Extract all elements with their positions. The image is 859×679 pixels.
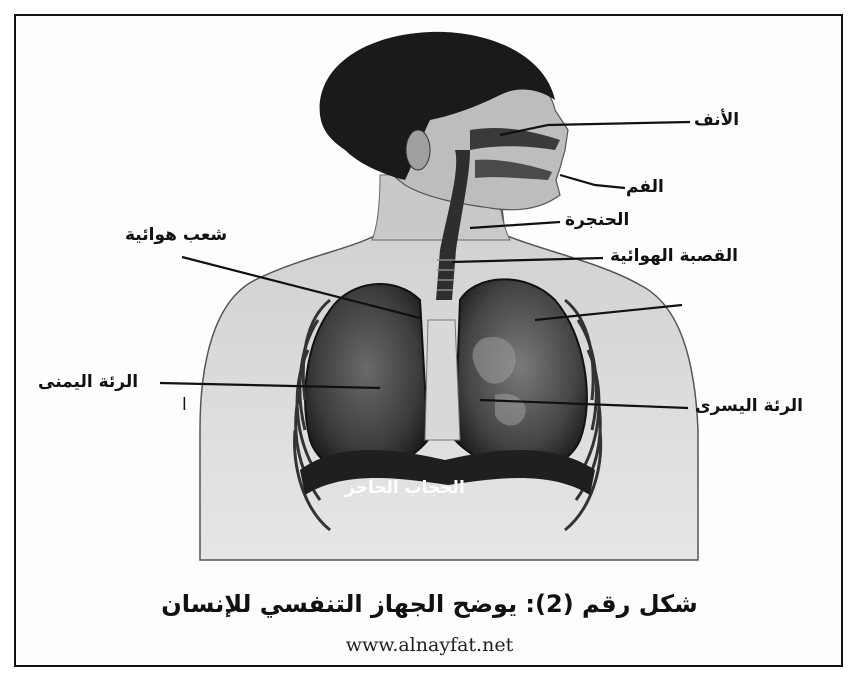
side-mark: ا: [182, 395, 187, 415]
label-larynx: الحنجرة: [565, 210, 629, 230]
label-bronchi: شعب هوائية: [125, 225, 227, 245]
label-mouth: الفم: [626, 177, 664, 197]
label-nose: الأنف: [694, 110, 739, 130]
figure-caption: شكل رقم (2): يوضح الجهاز التنفسي للإنسان: [0, 590, 859, 618]
mediastinum: [425, 320, 460, 440]
website-url: www.alnayfat.net: [0, 634, 859, 656]
label-left-lung: الرئة اليسرى: [695, 396, 803, 416]
label-trachea: القصبة الهوائية: [610, 246, 738, 266]
ear: [406, 130, 430, 170]
label-diaphragm: الحجاب الحاجز: [345, 478, 465, 498]
label-right-lung: الرئة اليمنى: [38, 372, 138, 392]
